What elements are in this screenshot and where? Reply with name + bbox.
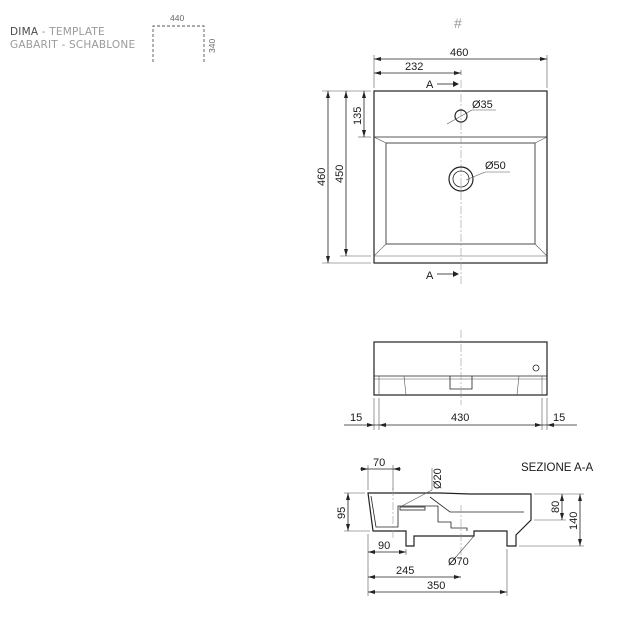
dim-80-arrow-top xyxy=(560,494,564,501)
front-rib-left xyxy=(403,375,407,396)
header-dima: DIMA xyxy=(10,26,39,38)
top-bowl-corner-br xyxy=(534,243,548,257)
dim-140-arrow-bottom xyxy=(578,539,582,546)
dim-left-margin: 15 xyxy=(350,412,362,424)
section-arrow-top-head xyxy=(453,81,459,87)
front-arrow-430-left xyxy=(379,423,386,427)
tap-d20-leader xyxy=(399,489,433,508)
front-arrow-15-left xyxy=(367,423,374,427)
dim-135-arrow-bottom xyxy=(362,130,366,137)
dim-232-arrow-left xyxy=(374,71,381,75)
dim-450-arrow-top xyxy=(344,91,348,98)
dim-70-arrow-left xyxy=(361,467,368,471)
dim-front-height: 95 xyxy=(336,507,348,519)
dim-460v-arrow-top xyxy=(326,91,330,98)
dim-tap-offset: 232 xyxy=(405,61,423,73)
waste-hole-leader xyxy=(465,171,486,181)
dim-total-depth: 350 xyxy=(427,580,445,592)
dim-90-arrow-left xyxy=(368,550,375,554)
front-arrow-15-right xyxy=(547,423,554,427)
dim-inner-depth: 450 xyxy=(334,165,346,183)
dim-460v-arrow-bottom xyxy=(326,256,330,263)
dim-tap-setback: 70 xyxy=(373,457,385,469)
top-tap-hole xyxy=(454,109,468,123)
front-overflow-hole xyxy=(532,364,540,372)
dim-232-arrow-right xyxy=(454,71,461,75)
section-inner-profile xyxy=(370,495,468,531)
section-tap-hole xyxy=(399,506,426,511)
waste-d70-leader xyxy=(448,535,475,566)
dim-80-arrow-bottom xyxy=(560,513,564,520)
dim-95-arrow-bottom xyxy=(346,524,350,531)
template-header: DIMA - TEMPLATE GABARIT - SCHABLONE xyxy=(10,26,135,52)
dim-245-arrow-right xyxy=(454,575,461,579)
dim-overall-width: 460 xyxy=(450,47,468,59)
waste-hole-label: Ø50 xyxy=(485,160,506,172)
top-bowl-outline xyxy=(385,142,536,245)
header-template: - TEMPLATE xyxy=(38,26,105,38)
dim-right-margin: 15 xyxy=(553,412,565,424)
template-box-icon: 440 340 xyxy=(152,13,217,62)
section-tap-hole-label: Ø20 xyxy=(432,468,444,489)
dim-waste-offset: 90 xyxy=(378,540,390,552)
section-arrow-bottom-head xyxy=(453,271,459,277)
dim-bowl-depth: 80 xyxy=(550,501,562,513)
dim-140-arrow-top xyxy=(578,494,582,501)
template-width-label: 440 xyxy=(170,13,184,23)
dim-450-arrow-bottom xyxy=(344,249,348,256)
section-title: SEZIONE A-A xyxy=(521,462,594,474)
front-view: 15 430 15 xyxy=(344,330,577,430)
front-outline xyxy=(373,341,548,396)
dim-waste-distance: 245 xyxy=(396,565,414,577)
section-marker-top: A xyxy=(426,79,434,91)
top-bowl-corner-tl xyxy=(373,136,387,144)
top-outer-outline xyxy=(373,90,548,264)
header-line-1: DIMA - TEMPLATE xyxy=(10,26,135,39)
dim-135-arrow-top xyxy=(362,91,366,98)
template-outline xyxy=(152,25,205,62)
front-rib-right xyxy=(516,375,520,396)
section-view: SEZIONE A-A 70 Ø20 95 80 xyxy=(336,457,594,596)
section-marker-bottom: A xyxy=(426,270,434,282)
section-outline xyxy=(367,492,532,547)
top-bowl-corner-bl xyxy=(373,243,387,257)
dim-90-arrow-right xyxy=(399,550,406,554)
dim-460-arrow-left xyxy=(374,57,381,61)
dim-95-arrow-top xyxy=(346,493,350,500)
template-height-label: 340 xyxy=(207,39,217,53)
dim-inner-width: 430 xyxy=(451,412,469,424)
top-bowl-corner-tr xyxy=(534,136,548,144)
dim-deck-depth: 135 xyxy=(352,107,364,125)
dim-total-height: 140 xyxy=(568,512,580,530)
section-bowl-line xyxy=(429,496,524,513)
top-waste-outer xyxy=(448,166,474,192)
section-waste-hole-label: Ø70 xyxy=(448,556,469,568)
dim-245-arrow-left xyxy=(368,575,375,579)
dim-overall-depth: 460 xyxy=(316,168,328,186)
tap-hole-label: Ø35 xyxy=(472,99,493,111)
dim-350-arrow-right xyxy=(500,590,507,594)
top-view: Ø35 Ø50 A A 460 232 460 xyxy=(316,47,548,286)
dim-70-arrow-right xyxy=(393,467,400,471)
hash-mark: # xyxy=(454,15,462,31)
dim-460-arrow-right xyxy=(540,57,547,61)
dim-350-arrow-left xyxy=(368,590,375,594)
header-line-2: GABARIT - SCHABLONE xyxy=(10,39,136,51)
front-arrow-430-right xyxy=(535,423,542,427)
tap-hole-leader xyxy=(446,109,473,125)
